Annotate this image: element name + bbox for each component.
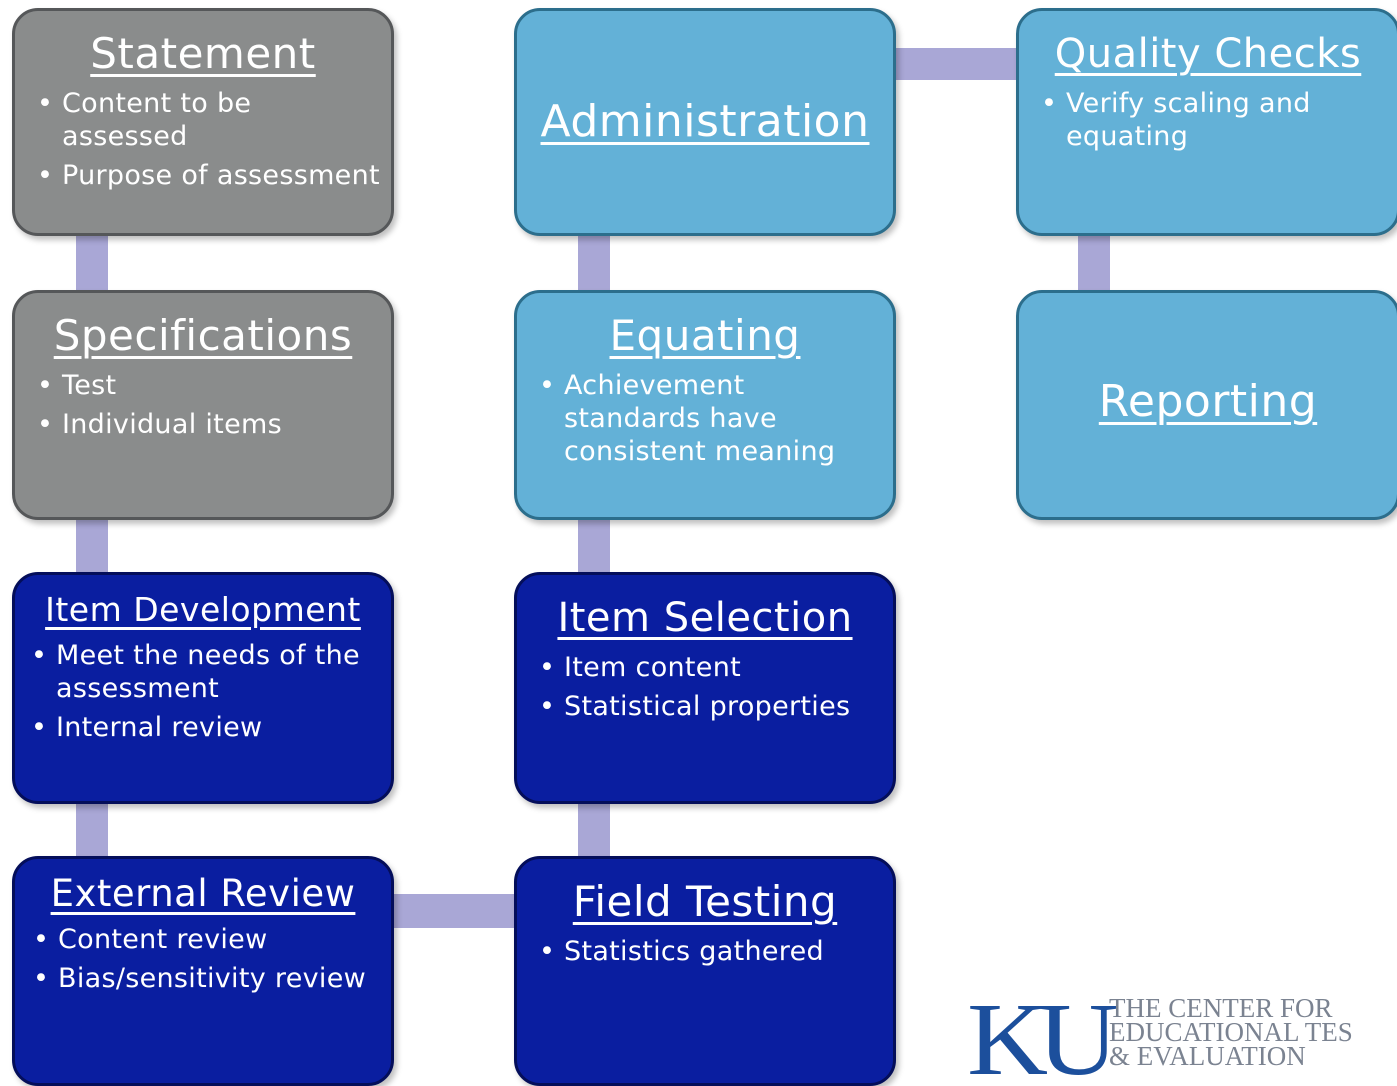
item-selection-title: Item Selection [557, 595, 853, 641]
connector-field-testing-item-selection [578, 800, 610, 860]
specifications-box: Specifications Test Individual items [12, 290, 394, 520]
administration-box: Administration [514, 8, 896, 236]
item-development-box: Item Development Meet the needs of the a… [12, 572, 394, 804]
item-selection-bullets: Item content Statistical properties [517, 651, 893, 723]
logo-text: THE CENTER FOR EDUCATIONAL TES & EVALUAT… [1109, 993, 1353, 1071]
specifications-bullet: Individual items [37, 408, 381, 441]
equating-bullets: Achievement standards have consistent me… [517, 369, 893, 468]
connector-statement-specifications [76, 232, 108, 294]
connector-administration-quality-checks [892, 48, 1020, 80]
connector-specifications-item-development [76, 516, 108, 576]
reporting-box: Reporting [1016, 290, 1397, 520]
connector-quality-checks-reporting [1078, 232, 1110, 294]
external-review-bullets: Content review Bias/sensitivity review [15, 923, 391, 995]
connector-external-review-field-testing [392, 894, 518, 928]
item-selection-bullet: Item content [539, 651, 883, 684]
field-testing-bullet: Statistics gathered [539, 935, 883, 968]
external-review-title: External Review [50, 872, 356, 915]
statement-bullet: Content to be assessed [37, 87, 381, 153]
quality-checks-bullet: Verify scaling and equating [1041, 87, 1387, 153]
equating-title: Equating [609, 311, 801, 360]
ku-cete-logo: KU THE CENTER FOR EDUCATIONAL TES & EVAL… [967, 990, 1397, 1081]
ku-logo-mark: KU [967, 990, 1118, 1081]
equating-box: Equating Achievement standards have cons… [514, 290, 896, 520]
statement-bullet: Purpose of assessment [37, 159, 381, 192]
field-testing-title: Field Testing [572, 877, 838, 926]
connector-item-development-external-review [76, 800, 108, 860]
statement-title: Statement [90, 29, 316, 78]
equating-bullet: Achievement standards have consistent me… [539, 369, 883, 468]
item-development-title: Item Development [45, 590, 361, 629]
logo-text-line: & EVALUATION [1109, 1041, 1306, 1071]
connector-equating-administration [578, 232, 610, 294]
item-selection-box: Item Selection Item content Statistical … [514, 572, 896, 804]
specifications-bullet: Test [37, 369, 381, 402]
item-development-bullet: Meet the needs of the assessment [31, 639, 381, 705]
connector-item-selection-equating [578, 516, 610, 576]
logo-text-line: THE CENTER FOR [1109, 993, 1333, 1023]
logo-text-line: EDUCATIONAL TES [1109, 1017, 1353, 1047]
external-review-bullet: Bias/sensitivity review [33, 962, 381, 995]
item-development-bullet: Internal review [31, 711, 381, 744]
statement-box: Statement Content to be assessed Purpose… [12, 8, 394, 236]
quality-checks-title: Quality Checks [1054, 31, 1362, 77]
quality-checks-box: Quality Checks Verify scaling and equati… [1016, 8, 1397, 236]
reporting-title: Reporting [1098, 376, 1318, 427]
specifications-title: Specifications [53, 311, 353, 360]
field-testing-bullets: Statistics gathered [517, 935, 893, 968]
quality-checks-bullets: Verify scaling and equating [1019, 87, 1397, 153]
external-review-bullet: Content review [33, 923, 381, 956]
item-selection-bullet: Statistical properties [539, 690, 883, 723]
statement-bullets: Content to be assessed Purpose of assess… [15, 87, 391, 192]
field-testing-box: Field Testing Statistics gathered [514, 856, 896, 1086]
item-development-bullets: Meet the needs of the assessment Interna… [15, 639, 391, 744]
external-review-box: External Review Content review Bias/sens… [12, 856, 394, 1086]
specifications-bullets: Test Individual items [15, 369, 391, 441]
administration-title: Administration [540, 96, 870, 147]
